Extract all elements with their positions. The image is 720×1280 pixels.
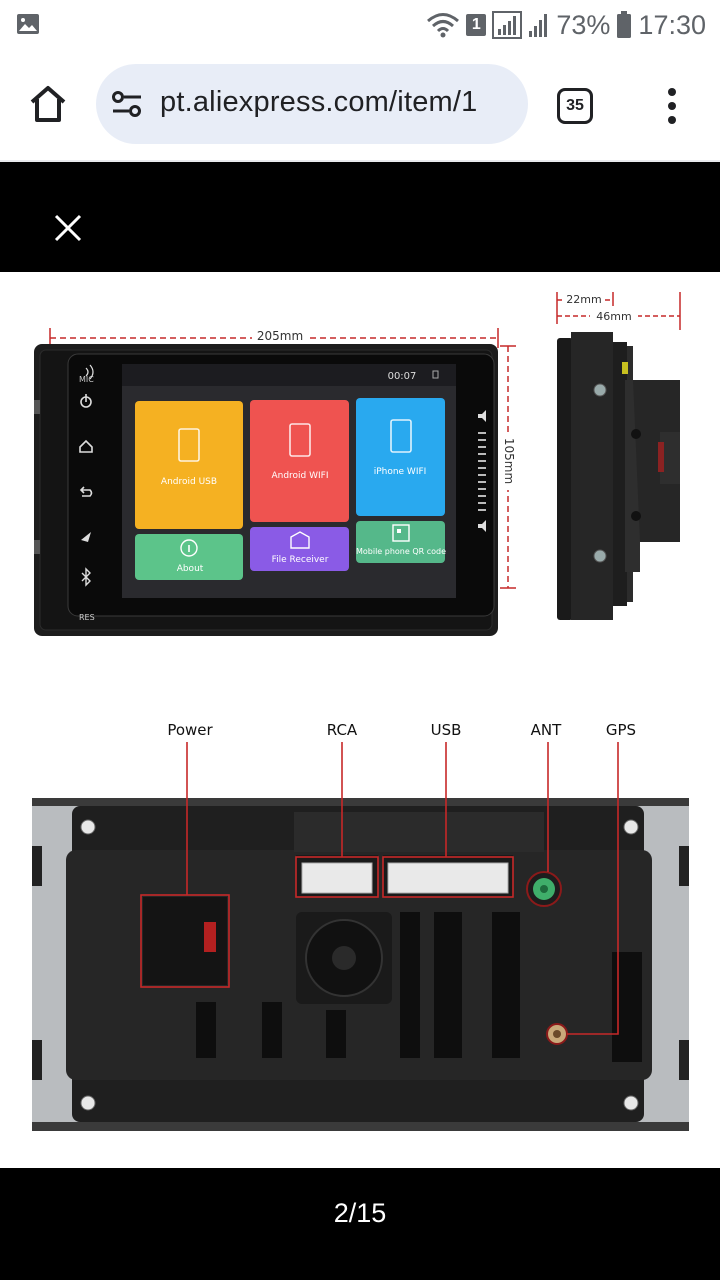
svg-text:Android USB: Android USB [161,477,217,487]
image-counter: 2/15 [333,1198,387,1228]
site-settings-icon[interactable] [112,90,142,118]
svg-text:iPhone WIFI: iPhone WIFI [374,467,427,477]
port-label-gps: GPS [606,721,636,739]
volume-tick [478,439,486,441]
product-illustration: 205mm 105mm MIC RES [32,291,689,1131]
volume-tick [478,474,486,476]
power-icon [80,394,92,408]
status-icons: 1 73% 17:30 [426,6,706,44]
rear-view [32,742,689,1131]
volume-tick [478,446,486,448]
close-icon[interactable] [48,208,88,248]
signal-sim1-icon [492,11,523,39]
port-label-power: Power [167,721,213,739]
product-image[interactable]: 205mm 105mm MIC RES [0,272,720,1168]
clock: 17:30 [638,9,706,40]
screen-tile-about: About [135,534,243,580]
svg-text:Mobile phone QR code: Mobile phone QR code [356,547,446,556]
svg-text:About: About [177,564,204,574]
volume-tick [478,460,486,462]
browser-toolbar: pt.aliexpress.com/item/1 35 [0,50,720,162]
width-label: 205mm [257,329,303,343]
battery-percent: 73% [556,9,611,40]
battery-icon [617,11,632,38]
port-labels: Power RCA USB ANT GPS [167,721,636,739]
volume-tick [478,495,486,497]
height-dimension: 105mm [498,345,520,589]
front-side-buttons: MIC RES [79,364,95,622]
gallery-notification-icon [17,14,39,34]
viewer-footer: 2/15 [0,1168,720,1280]
bluetooth-icon [81,567,91,587]
volume-tick [478,509,486,511]
nav-key-icon [81,532,91,542]
depth-front-label: 22mm [566,293,601,306]
more-options-icon[interactable] [660,84,684,128]
svg-text:File Receiver: File Receiver [272,555,329,565]
svg-text:Android WIFI: Android WIFI [271,471,328,481]
home-key-icon [79,439,93,453]
width-dimension: 205mm [49,326,499,348]
address-bar[interactable]: pt.aliexpress.com/item/1 [96,64,528,144]
screen-tile-file-receiver: File Receiver [250,527,349,571]
screen-tile-android-wifi: Android WIFI [250,400,349,522]
volume-tick [478,502,486,504]
tab-count: 35 [566,97,584,114]
url-text: pt.aliexpress.com/item/1 [160,86,478,118]
res-label: RES [79,613,95,622]
port-label-usb: USB [431,721,462,739]
screen-clock: 00:07 [388,371,417,382]
back-key-icon [79,486,93,497]
volume-indicator [478,410,486,532]
screen-tile-iphone-wifi: iPhone WIFI [356,398,445,516]
home-icon[interactable] [26,82,70,126]
screen-tile-qr-code: Mobile phone QR code [356,521,446,563]
viewer-header [0,162,720,272]
status-bar: 1 73% 17:30 [0,0,720,50]
height-label: 105mm [502,438,516,484]
side-view [557,332,680,620]
screen-tile-android-usb: Android USB [135,401,243,529]
volume-tick [478,488,486,490]
tab-switcher-button[interactable]: 35 [557,88,593,124]
volume-tick [478,467,486,469]
wifi-icon [427,13,460,38]
depth-total-label: 46mm [596,310,631,323]
signal-sim2-icon [529,14,548,37]
volume-tick [478,481,486,483]
depth-dimensions: 22mm 46mm [556,291,681,330]
port-label-ant: ANT [531,721,562,739]
port-label-rca: RCA [327,721,358,739]
mic-label: MIC [79,375,94,384]
volume-tick [478,432,486,434]
sim-badge: 1 [466,14,487,36]
volume-tick [478,453,486,455]
